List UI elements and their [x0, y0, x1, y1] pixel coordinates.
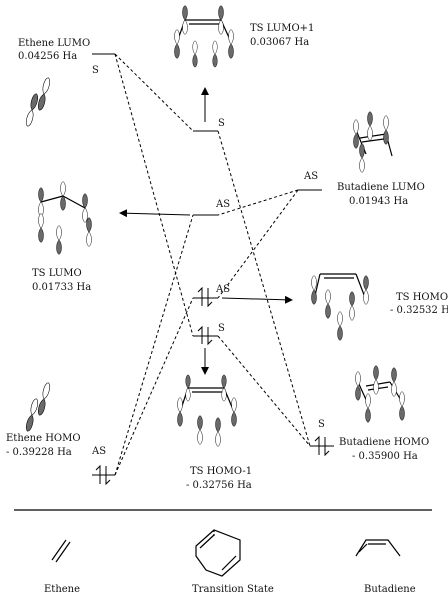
sym-ts-homo: AS [215, 284, 230, 295]
corr-ts-homo1-butadiene-homo [217, 335, 311, 447]
label-ethene: Ethene [44, 584, 80, 595]
electron-pair-ethene-homo [95, 464, 111, 486]
butadiene-homo-orbital [355, 365, 405, 423]
sym-ts-lumo: AS [215, 199, 230, 210]
sym-butadiene-lumo: AS [303, 171, 318, 182]
label-ethene-lumo: Ethene LUMO [18, 38, 90, 49]
ethene-structure [51, 539, 71, 563]
energy-ts-lumo1: 0.03067 Ha [250, 37, 309, 48]
sym-ts-lumo1: S [218, 118, 225, 129]
energy-butadiene-homo: - 0.35900 Ha [352, 451, 418, 462]
electron-pair-ts-homo [197, 286, 213, 308]
ethene-homo-orbital [24, 381, 52, 433]
ts-homo-orbital [311, 273, 369, 341]
sym-ts-homo1: S [218, 323, 225, 334]
corr-butadiene-lumo-ts-homo [217, 189, 299, 299]
ts-lumo1-orbital [174, 5, 234, 68]
arrow-to-ts-homo-picture [221, 295, 293, 304]
corr-ethene-lumo-ts-lumo1 [114, 53, 194, 132]
corr-ethene-homo-ts-lumo [114, 214, 194, 476]
label-butadiene: Butadiene [364, 584, 416, 595]
label-transition-state: Transition State [192, 584, 274, 595]
energy-ethene-homo: - 0.39228 Ha [6, 447, 72, 458]
ts-homo1-orbital [177, 374, 237, 447]
butadiene-lumo-orbital [353, 111, 393, 173]
label-ethene-homo: Ethene HOMO [6, 433, 81, 444]
corr-ethene-homo-ts-homo [114, 297, 194, 476]
label-butadiene-lumo: Butadiene LUMO [337, 182, 425, 193]
arrow-to-ts-lumo-picture [119, 209, 191, 218]
energy-butadiene-lumo: 0.01943 Ha [349, 196, 408, 207]
energy-ts-homo: - 0.32532 Ha [390, 305, 448, 316]
energy-ts-homo1: - 0.32756 Ha [186, 480, 252, 491]
label-ts-homo: TS HOMO [396, 292, 448, 303]
label-ts-lumo1: TS LUMO+1 [250, 23, 314, 34]
corr-ts-lumo1-butadiene-homo [217, 130, 311, 447]
electron-pair-butadiene-homo [314, 435, 330, 457]
corr-ethene-lumo-ts-homo1 [114, 53, 194, 337]
label-ts-homo1: TS HOMO-1 [190, 466, 252, 477]
sym-butadiene-homo: S [318, 419, 325, 430]
butadiene-structure [355, 539, 401, 557]
sym-ethene-lumo: S [92, 65, 99, 76]
ts-lumo-orbital [38, 181, 92, 255]
energy-ts-lumo: 0.01733 Ha [32, 282, 91, 293]
corr-butadiene-lumo-ts-lumo [217, 189, 299, 216]
energy-ethene-lumo: 0.04256 Ha [18, 51, 77, 62]
electron-pair-ts-homo1 [197, 325, 213, 346]
label-ts-lumo: TS LUMO [32, 268, 82, 279]
label-butadiene-homo: Butadiene HOMO [339, 437, 429, 448]
ethene-lumo-orbital [24, 76, 52, 128]
transition-state-structure [195, 529, 241, 577]
sym-ethene-homo: AS [91, 446, 106, 457]
